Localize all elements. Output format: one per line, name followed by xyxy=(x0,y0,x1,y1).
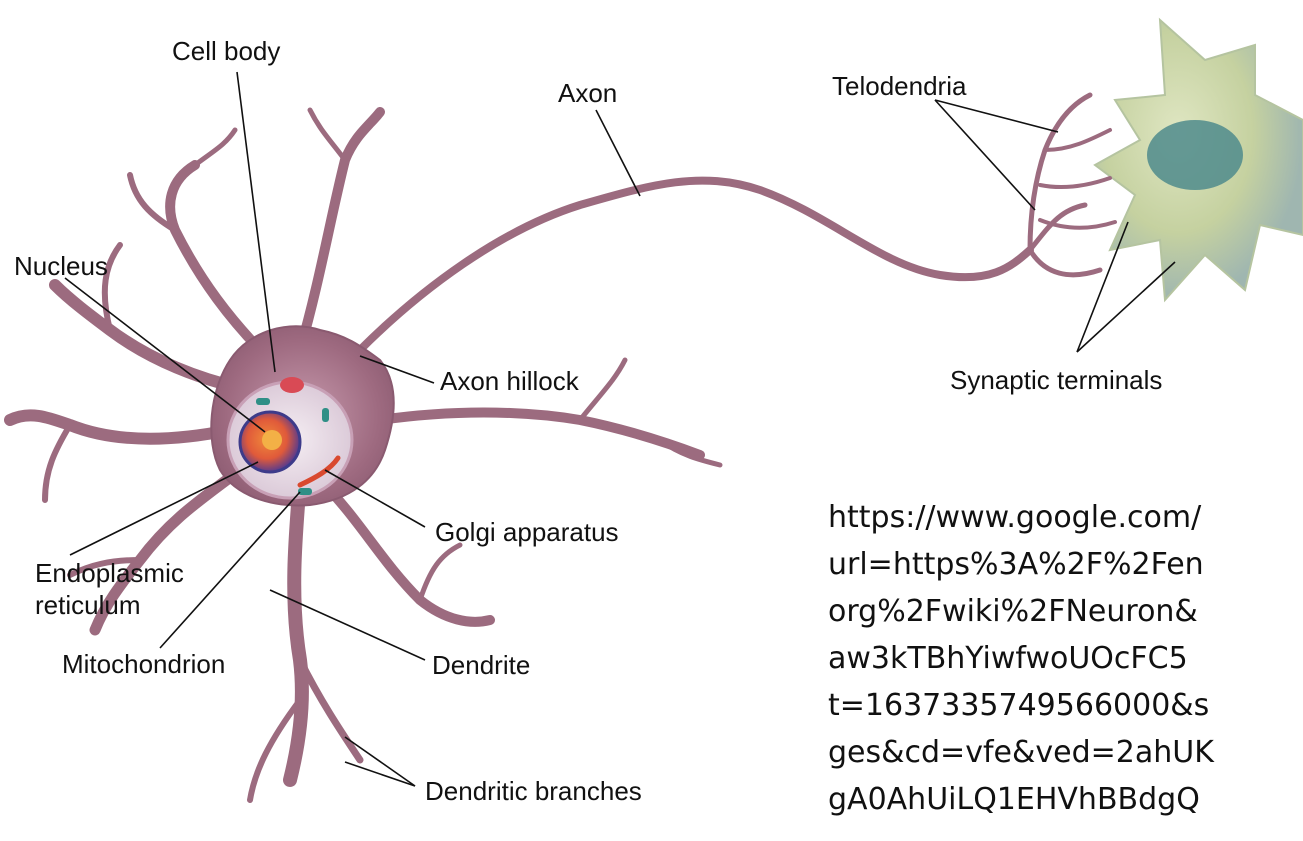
target-cell xyxy=(1095,20,1303,300)
url-line: org%2Fwiki%2FNeuron& xyxy=(828,588,1303,635)
target-nucleus xyxy=(1147,120,1243,190)
label-reticulum: reticulum xyxy=(35,592,140,618)
label-synaptic-terminals: Synaptic terminals xyxy=(950,367,1162,393)
label-axon: Axon xyxy=(558,80,617,106)
cell-body xyxy=(211,326,393,505)
url-line: aw3kTBhYiwfwoUOcFC5 xyxy=(828,635,1303,682)
label-cell-body: Cell body xyxy=(172,38,280,64)
url-line: t=1637335749566000&s xyxy=(828,682,1303,729)
label-axon-hillock: Axon hillock xyxy=(440,368,579,394)
url-line: https://www.google.com/ xyxy=(828,494,1303,541)
label-nucleus: Nucleus xyxy=(14,253,108,279)
label-dendrite: Dendrite xyxy=(432,652,530,678)
mitochondrion xyxy=(298,488,312,495)
url-line: url=https%3A%2F%2Fen xyxy=(828,541,1303,588)
label-telodendria: Telodendria xyxy=(832,73,966,99)
label-dendritic-branches: Dendritic branches xyxy=(425,778,642,804)
source-url-text: https://www.google.com/ url=https%3A%2F%… xyxy=(828,494,1303,841)
nucleolus xyxy=(262,430,282,450)
label-golgi-apparatus: Golgi apparatus xyxy=(435,519,619,545)
axon xyxy=(360,95,1115,350)
url-line: gA0AhUiLQ1EHVhBBdgQ xyxy=(828,776,1303,823)
url-line: ges&cd=vfe&ved=2ahUK xyxy=(828,729,1303,776)
label-endoplasmic: Endoplasmic xyxy=(35,560,184,586)
label-mitochondrion: Mitochondrion xyxy=(62,651,225,677)
